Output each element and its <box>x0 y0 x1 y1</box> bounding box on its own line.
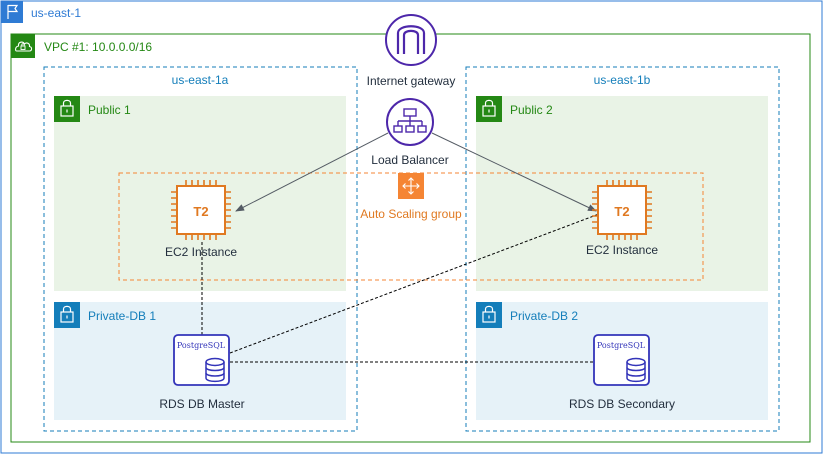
private-db-subnet-1-lock-icon <box>54 302 80 328</box>
private-db-subnet-1-label: Private-DB 1 <box>88 309 156 323</box>
auto-scaling-icon <box>398 173 424 199</box>
public-subnet-1-lock-icon <box>54 96 80 122</box>
rds-secondary-engine-label: PostgreSQL <box>597 341 646 350</box>
region-label: us-east-1 <box>31 6 81 20</box>
availability-zone-a <box>43 66 358 432</box>
ec2-a-badge: T2 <box>193 204 208 219</box>
ec2-b-badge: T2 <box>614 204 629 219</box>
public-subnet-2-lock-icon <box>476 96 502 122</box>
public-subnet-1-label: Public 1 <box>88 103 131 117</box>
ec2-t2-instance-icon <box>592 180 652 240</box>
load-balancer-icon <box>386 98 434 146</box>
auto-scaling-group-boundary <box>118 172 704 281</box>
rds-postgresql-icon <box>173 334 230 386</box>
rds-secondary-label: RDS DB Secondary <box>569 397 675 411</box>
load-balancer-label: Load Balancer <box>371 153 448 167</box>
ec2-b-label: EC2 Instance <box>586 243 658 257</box>
region-flag-icon <box>1 1 23 23</box>
ec2-a-label: EC2 Instance <box>165 245 237 259</box>
availability-zone-b <box>465 66 780 432</box>
rds-master-engine-label: PostgreSQL <box>177 341 226 350</box>
ec2-t2-instance-icon <box>171 180 231 240</box>
lb-to-ec2-b-connector <box>431 132 597 212</box>
auto-scaling-group-label: Auto Scaling group <box>360 207 462 221</box>
private-db-subnet-2-label: Private-DB 2 <box>510 309 578 323</box>
lb-to-ec2-a-connector <box>235 132 389 212</box>
az-b-label: us-east-1b <box>594 73 651 87</box>
rds-postgresql-icon <box>593 334 650 386</box>
internet-gateway-label: Internet gateway <box>367 74 456 88</box>
public-subnet-2-label: Public 2 <box>510 103 553 117</box>
vpc-label: VPC #1: 10.0.0.0/16 <box>44 40 152 54</box>
private-db-subnet-2-lock-icon <box>476 302 502 328</box>
internet-gateway-icon <box>385 14 437 66</box>
vpc-cloud-icon <box>11 34 35 58</box>
az-a-label: us-east-1a <box>172 73 229 87</box>
rds-master-label: RDS DB Master <box>159 397 244 411</box>
ec2-b-to-rds-master-connector <box>229 213 600 354</box>
